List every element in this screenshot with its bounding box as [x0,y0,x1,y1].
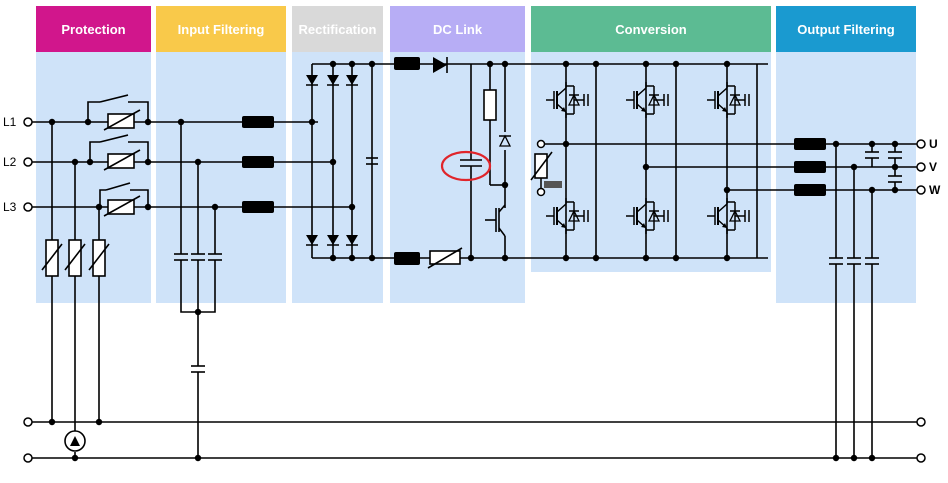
conversion-panel [531,52,771,272]
output-filtering-panel [776,52,916,303]
label-l3: L3 [3,200,17,214]
gas-discharge-tube [64,422,86,452]
header-rectification: Rectification [292,6,383,52]
dc-link-capacitor-highlight [440,150,492,182]
label-l1: L1 [3,115,17,129]
junction-dots [48,60,899,462]
label-u: U [929,137,938,151]
header-input-filtering: Input Filtering [156,6,286,52]
igbt-switches [545,81,750,235]
header-dc-link: DC Link [390,6,525,52]
terminals [23,117,926,463]
label-l2: L2 [3,155,17,169]
dc-series-diode [433,57,512,147]
rectification-panel [292,52,383,303]
header-output-filtering: Output Filtering [776,6,916,52]
header-protection: Protection [36,6,151,52]
header-conversion: Conversion [531,6,771,52]
input-filtering-panel [156,52,286,303]
label-v: V [929,160,937,174]
inductors [242,57,826,265]
label-w: W [929,183,941,197]
